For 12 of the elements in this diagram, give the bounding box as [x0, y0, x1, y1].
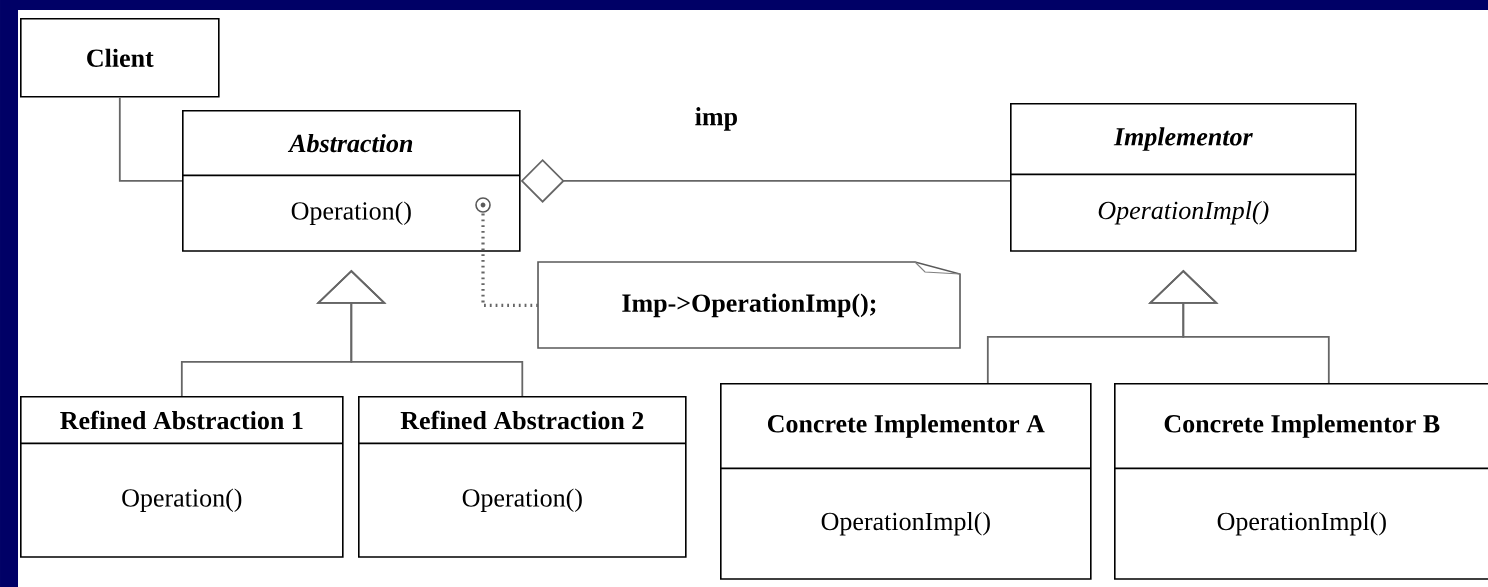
class-box: Concrete Implementor B OperationImpl()	[1114, 383, 1488, 580]
note-box: Imp->OperationImp();	[537, 261, 961, 349]
class-box: Refined Abstraction 1 Operation()	[20, 396, 344, 558]
class-box: Client	[20, 18, 220, 98]
leader-line	[481, 212, 538, 307]
anchor-circle	[475, 197, 491, 213]
class-box: Abstraction Operation()	[182, 110, 521, 252]
connector-line	[118, 96, 183, 182]
edge-label: imp	[692, 105, 741, 133]
class-box: Concrete Implementor A OperationImpl()	[720, 383, 1092, 580]
class-box: Implementor OperationImpl()	[1010, 103, 1357, 252]
class-box: Refined Abstraction 2 Operation()	[358, 396, 687, 558]
